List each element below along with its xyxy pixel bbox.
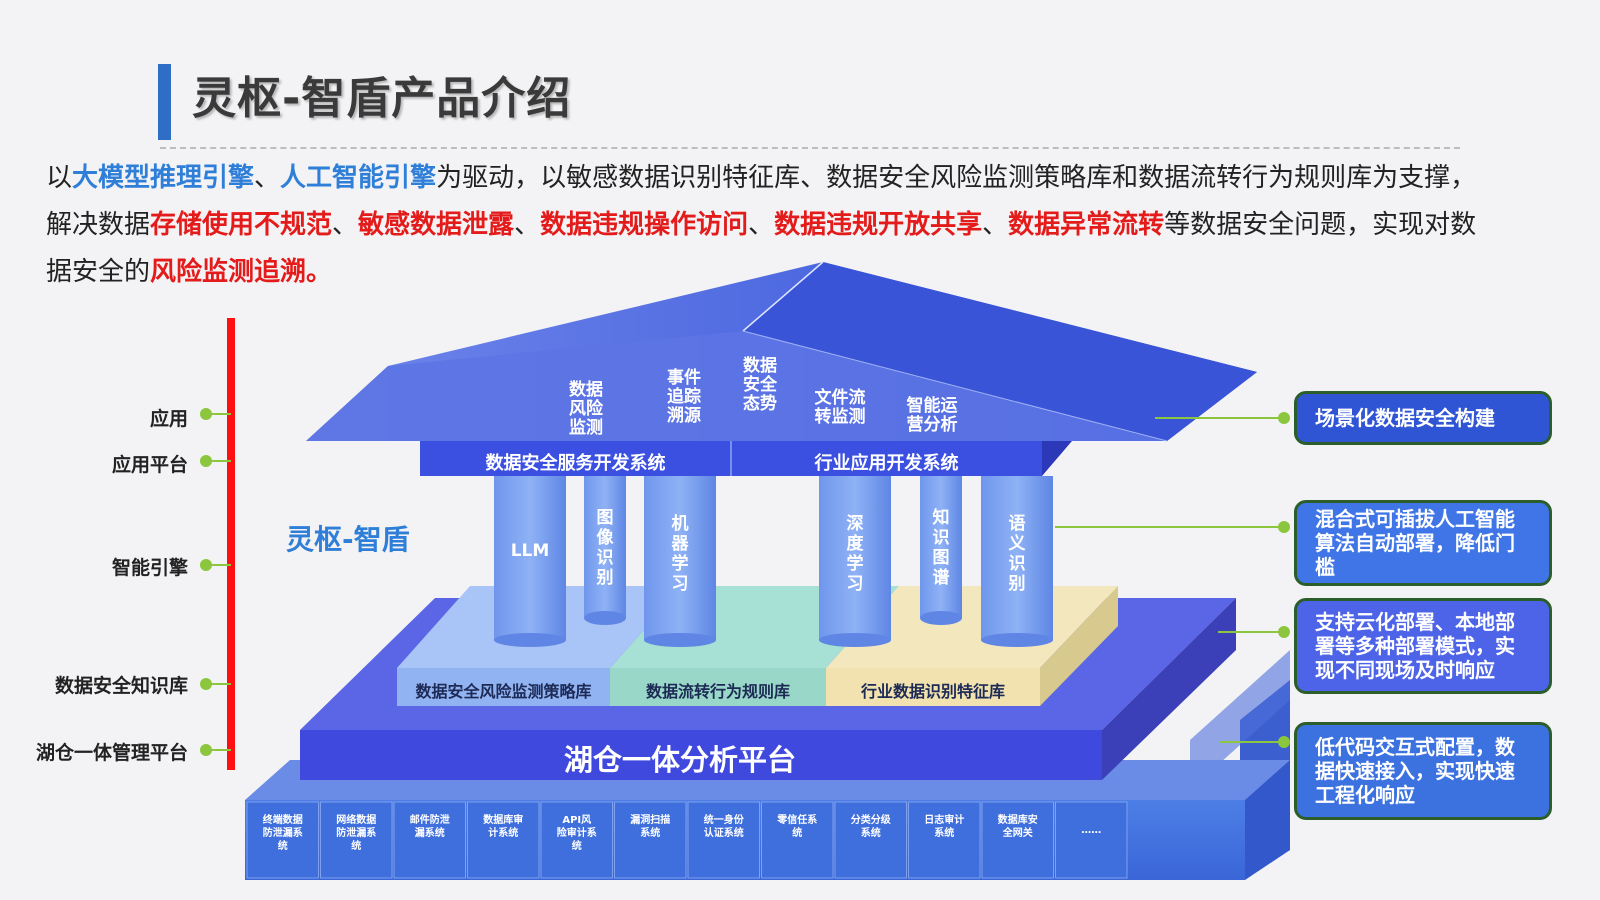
base-system-label: 网络数据防泄漏系统 xyxy=(336,815,377,852)
intro-segment: 为驱动，以敏感数据识别特征库、数据安全风险监测策略库和数据流转行为规则库为支撑， xyxy=(436,163,1477,193)
kb-label-flow: 数据流转行为规则库 xyxy=(645,682,790,701)
intro-segment: 存储使用不规范 xyxy=(150,210,333,240)
base-system-cell xyxy=(393,801,466,879)
pillar xyxy=(494,476,566,647)
intro-segment: 、 xyxy=(332,210,359,240)
base-system-cell xyxy=(1055,801,1128,879)
base-system-label: 日志审计系统 xyxy=(924,815,965,839)
callout-deployment: 支持云化部署、本地部署等多种部署模式，实现不同现场及时响应 xyxy=(1294,598,1552,694)
roof-app-label: 智能运营分析 xyxy=(906,396,958,435)
callout-text: 支持云化部署、本地部署等多种部署模式，实现不同现场及时响应 xyxy=(1315,610,1515,682)
intro-segment: 等数据安全问题，实现对数 xyxy=(1164,210,1477,240)
intro-segment: 数据违规开放共享 xyxy=(774,210,983,240)
callout-low-code: 低代码交互式配置，数据快速接入，实现快速工程化响应 xyxy=(1294,722,1552,820)
intro-line-3: 据安全的风险监测追溯。 xyxy=(46,249,1546,296)
intro-segment: 敏感数据泄露 xyxy=(358,210,515,240)
intro-segment: 据安全的 xyxy=(46,257,151,287)
pillar-label: 深度学习 xyxy=(846,514,864,594)
base-system-cell xyxy=(761,801,834,879)
callout-scenario: 场景化数据安全构建 xyxy=(1294,391,1552,445)
base-system-cell xyxy=(320,801,393,879)
base-system-label: 分类分级系统 xyxy=(850,815,891,839)
intro-segment: 以 xyxy=(46,163,73,193)
roof-app-label: 文件流转监测 xyxy=(814,388,866,427)
base-systems xyxy=(246,801,1128,879)
layer-axis xyxy=(227,318,235,770)
roof-app-label: 数据安全态势 xyxy=(743,356,777,414)
base-system-label: 邮件防泄漏系统 xyxy=(409,815,450,839)
layer-label-app: 应用 xyxy=(149,408,188,430)
base-system-cell xyxy=(908,801,981,879)
intro-line-2: 解决数据存储使用不规范、敏感数据泄露、数据违规操作访问、数据违规开放共享、数据异… xyxy=(46,202,1546,249)
pillar xyxy=(920,476,962,625)
roof-app-label: 数据风险监测 xyxy=(569,380,603,438)
pillar xyxy=(819,476,891,647)
base-system-label: 数据库审计系统 xyxy=(483,815,524,839)
kb-label-industry: 行业数据识别特征库 xyxy=(860,682,1005,701)
layer-label-lakehouse: 湖仓一体管理平台 xyxy=(35,742,188,764)
intro-segment: 数据异常流转 xyxy=(1008,210,1165,240)
base-system-cell xyxy=(467,801,540,879)
kb-label-risk: 数据安全风险监测策略库 xyxy=(415,682,592,701)
pillar xyxy=(644,476,716,647)
roof-app-label: 事件追踪溯源 xyxy=(667,368,701,426)
intro-segment: 、 xyxy=(514,210,541,240)
intro-segment: 、 xyxy=(748,210,775,240)
page-title: 灵枢-智盾产品介绍 xyxy=(192,73,572,124)
layer-label-engine: 智能引擎 xyxy=(111,557,188,579)
base-system-label: 零信任系统 xyxy=(777,815,818,839)
pillar-label: 图像识别 xyxy=(596,508,614,588)
title-divider xyxy=(160,147,1460,149)
intro-segment: 风险监测追溯。 xyxy=(150,257,333,287)
pillar-label: LLM xyxy=(510,541,550,561)
base-system-cell xyxy=(687,801,760,879)
callout-connectors xyxy=(1055,412,1290,748)
intro-segment: 人工智能引擎 xyxy=(280,163,437,193)
layer-label-app-platform: 应用平台 xyxy=(111,454,188,476)
callout-text: 低代码交互式配置，数据快速接入，实现快速工程化响应 xyxy=(1315,735,1515,807)
roof xyxy=(306,261,1257,442)
pillar-label: 知识图谱 xyxy=(932,508,950,588)
base-system-label: 数据库安全网关 xyxy=(997,815,1038,839)
base-system-label: 统一身份认证系统 xyxy=(703,815,744,839)
intro-segment: 大模型推理引擎 xyxy=(72,163,255,193)
intro-segment: 、 xyxy=(982,210,1009,240)
callout-text: 场景化数据安全构建 xyxy=(1315,406,1495,430)
base-system-label: API风险审计系统 xyxy=(556,815,597,852)
base-system-cell xyxy=(834,801,907,879)
beam xyxy=(420,441,1072,476)
platform-label: 湖仓一体分析平台 xyxy=(563,743,796,777)
intro-line-1: 以大模型推理引擎、人工智能引擎为驱动，以敏感数据识别特征库、数据安全风险监测策略… xyxy=(46,155,1546,202)
beam-label-left: 数据安全服务开发系统 xyxy=(485,453,666,474)
base-system-label: …… xyxy=(1081,825,1102,836)
intro-segment: 数据违规操作访问 xyxy=(540,210,749,240)
pillars xyxy=(494,476,1053,647)
brand-label: 灵枢-智盾 xyxy=(286,523,410,556)
base-system-cell xyxy=(246,801,319,879)
title-accent-bar xyxy=(158,64,171,140)
base-system-label: 终端数据防泄漏系统 xyxy=(262,815,303,852)
intro-paragraph: 以大模型推理引擎、人工智能引擎为驱动，以敏感数据识别特征库、数据安全风险监测策略… xyxy=(46,155,1546,296)
base-system-label: 漏洞扫描系统 xyxy=(630,815,671,839)
callout-text: 混合式可插拔人工智能算法自动部署，降低门槛 xyxy=(1315,507,1515,579)
layer-connectors xyxy=(200,408,231,756)
pillar-label: 语义识别 xyxy=(1008,514,1026,594)
layer-label-knowledge: 数据安全知识库 xyxy=(54,675,188,697)
intro-segment: 解决数据 xyxy=(46,210,151,240)
pillar-label: 机器学习 xyxy=(671,514,689,594)
pillar xyxy=(584,476,626,625)
beam-label-right: 行业应用开发系统 xyxy=(814,453,959,474)
callout-ai-algorithms: 混合式可插拔人工智能算法自动部署，降低门槛 xyxy=(1294,500,1552,586)
base-system-cell xyxy=(540,801,613,879)
base-system-cell xyxy=(614,801,687,879)
base-system-cell xyxy=(981,801,1054,879)
intro-segment: 、 xyxy=(254,163,281,193)
pillar xyxy=(981,476,1053,647)
